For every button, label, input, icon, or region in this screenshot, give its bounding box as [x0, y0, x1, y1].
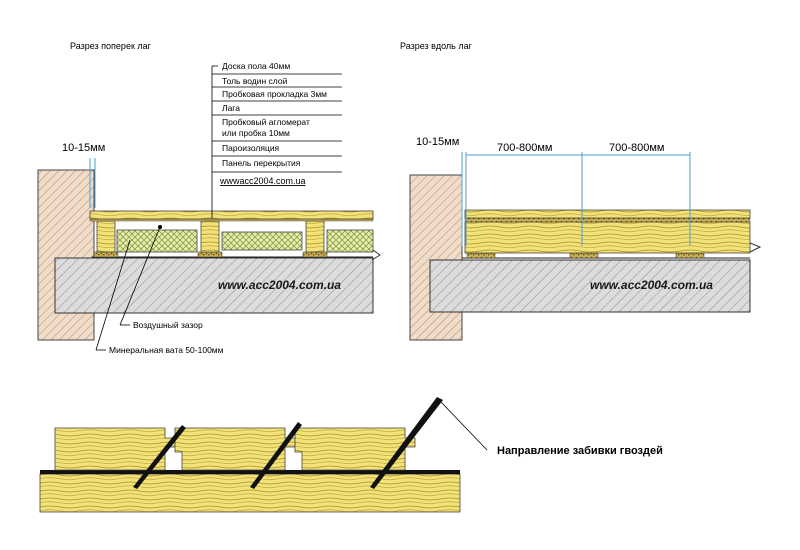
mineral-wool-callout: Минеральная вата 50-100мм — [109, 345, 224, 355]
cork-pad — [466, 252, 496, 259]
section-along-title: Разрез вдоль лаг — [400, 41, 473, 51]
floor-board — [464, 209, 751, 219]
joist — [39, 473, 461, 513]
layer-label: Доска пола 40мм — [222, 61, 290, 71]
mineral-wool — [116, 229, 198, 253]
break-mark — [749, 242, 762, 253]
floor-board — [89, 210, 374, 220]
watermark: www.acc2004.com.ua — [590, 278, 713, 292]
floor-board — [174, 427, 296, 471]
wall — [37, 169, 95, 341]
cork-gasket — [464, 217, 751, 223]
layer-label: Пробковый агломерат — [222, 117, 310, 127]
cork-pad — [302, 251, 328, 258]
layer-label: Лага — [222, 103, 240, 113]
air-gap-callout: Воздушный зазор — [133, 320, 203, 330]
mineral-wool — [326, 229, 374, 253]
layers-list: Доска пола 40мм Толь водин слой Пробкова… — [212, 61, 342, 186]
layer-label: Толь водин слой — [222, 76, 288, 86]
nail-detail: Направление забивки гвоздей — [39, 397, 663, 513]
layer-label: Пароизоляция — [222, 143, 280, 153]
section-across: Разрез поперек лаг 10-15мм — [37, 41, 381, 355]
gap-dimension-label: 10-15мм — [62, 142, 105, 154]
air-gap-leader — [119, 226, 161, 326]
joist-long — [464, 221, 751, 254]
wall — [409, 174, 463, 341]
cork-pad — [675, 252, 705, 259]
cork-pad — [93, 251, 119, 258]
roofing-felt — [40, 470, 460, 474]
joist — [96, 220, 116, 253]
span-1-label: 700-800мм — [497, 142, 553, 154]
nail-icon — [133, 425, 186, 489]
watermark: www.acc2004.com.ua — [218, 278, 341, 292]
cork-pad — [197, 251, 223, 258]
site-url[interactable]: wwwacc2004.com.ua — [219, 176, 306, 186]
nail-direction-leader — [440, 401, 488, 451]
gap-dimension-label: 10-15мм — [416, 136, 459, 148]
mineral-wool-leader — [95, 239, 131, 351]
floor-board — [294, 427, 416, 471]
break-mark — [371, 249, 381, 261]
floor-slab — [429, 259, 751, 313]
section-along: Разрез вдоль лаг 10-15мм 700-800мм 700-8… — [400, 41, 762, 341]
span-2-label: 700-800мм — [609, 142, 665, 154]
layer-label: или пробка 10мм — [222, 128, 290, 138]
cork-pad — [569, 252, 599, 259]
floor-slab — [54, 257, 374, 314]
nail-direction-label: Направление забивки гвоздей — [497, 445, 663, 457]
section-across-title: Разрез поперек лаг — [70, 41, 152, 51]
joist — [200, 220, 220, 253]
layer-label: Пробковая прокладка 3мм — [222, 89, 327, 99]
joist — [305, 220, 325, 253]
layer-label: Панель перекрытия — [222, 158, 301, 168]
nail-icon — [370, 397, 443, 489]
mineral-wool — [221, 231, 303, 251]
nail-icon — [250, 422, 302, 489]
